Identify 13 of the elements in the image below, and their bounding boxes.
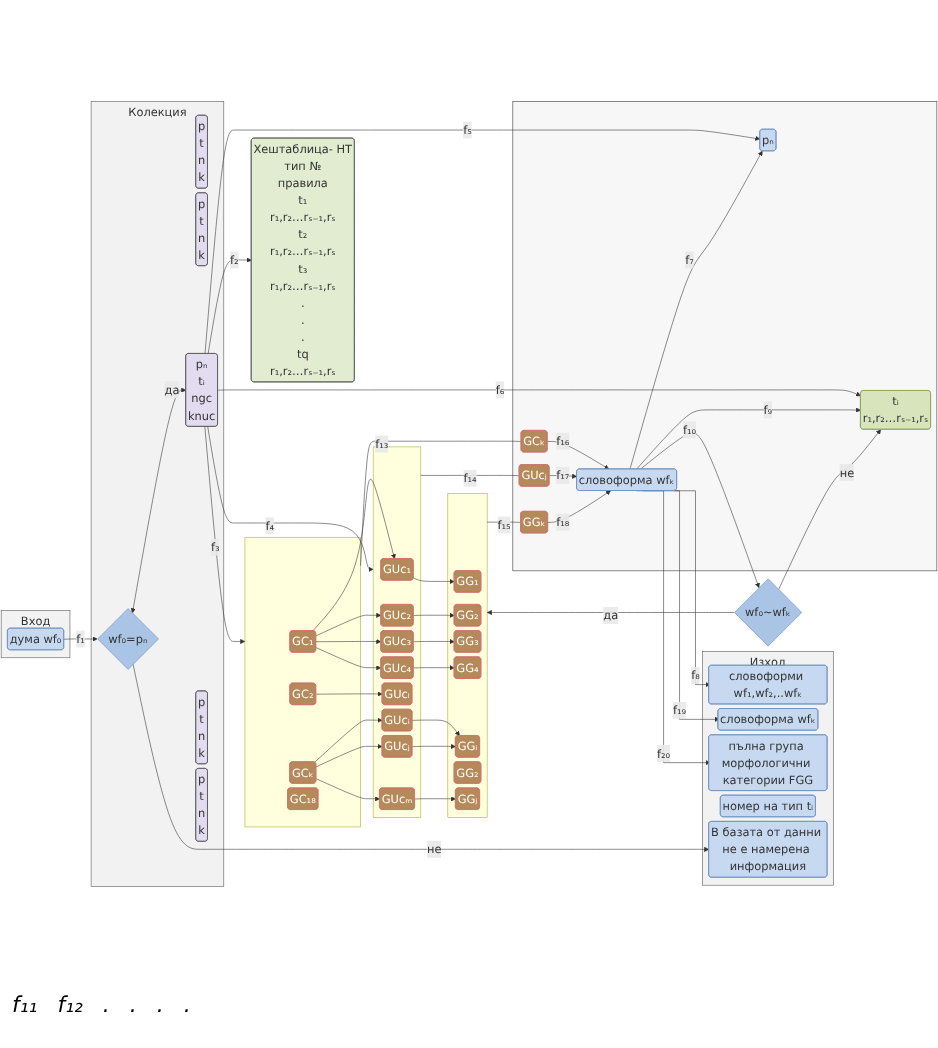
note-label: f₁₂ xyxy=(57,992,83,1018)
cluster xyxy=(372,446,422,818)
note-label: . xyxy=(102,992,110,1018)
connector xyxy=(360,440,522,567)
cluster xyxy=(447,493,488,818)
connector xyxy=(420,475,520,476)
note-label: f₁₁ xyxy=(12,992,38,1018)
note-label: . xyxy=(156,992,164,1018)
cluster xyxy=(244,536,361,828)
connector xyxy=(486,521,522,523)
note-label: . xyxy=(129,992,137,1018)
note-label: . xyxy=(183,992,191,1018)
cluster xyxy=(512,101,938,572)
